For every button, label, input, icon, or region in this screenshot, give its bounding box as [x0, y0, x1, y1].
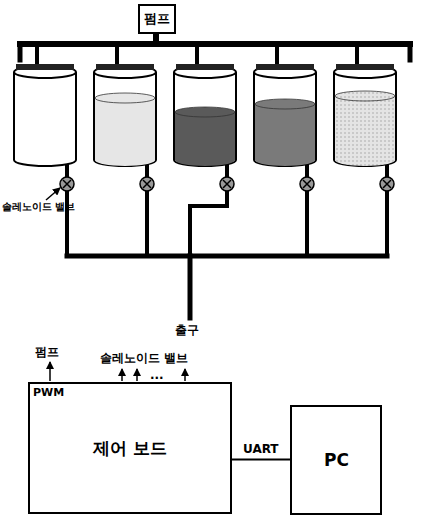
pump-box: 펌프 — [138, 4, 176, 34]
box-label: 제어 보드 — [93, 437, 167, 460]
edge-label: UART — [241, 442, 281, 456]
callout-label: 솔레노이드 밸브 — [2, 200, 75, 214]
outlet-label: 출구 — [175, 322, 199, 339]
pc-box: PC — [290, 405, 382, 515]
solenoid-valves — [60, 177, 394, 191]
pipe-network — [20, 34, 410, 318]
leader-line — [46, 188, 60, 200]
box-heading: PWM — [33, 386, 64, 399]
tanks — [14, 64, 396, 166]
signal-label: 솔레노이드 밸브 — [100, 350, 188, 367]
control-board-box: PWM 제어 보드 — [28, 382, 232, 514]
signal-label: 펌프 — [35, 344, 59, 361]
box-label: PC — [324, 450, 349, 470]
box-label: 펌프 — [144, 10, 170, 28]
ellipsis-mark: ... — [150, 368, 164, 382]
uart-link — [232, 459, 290, 461]
